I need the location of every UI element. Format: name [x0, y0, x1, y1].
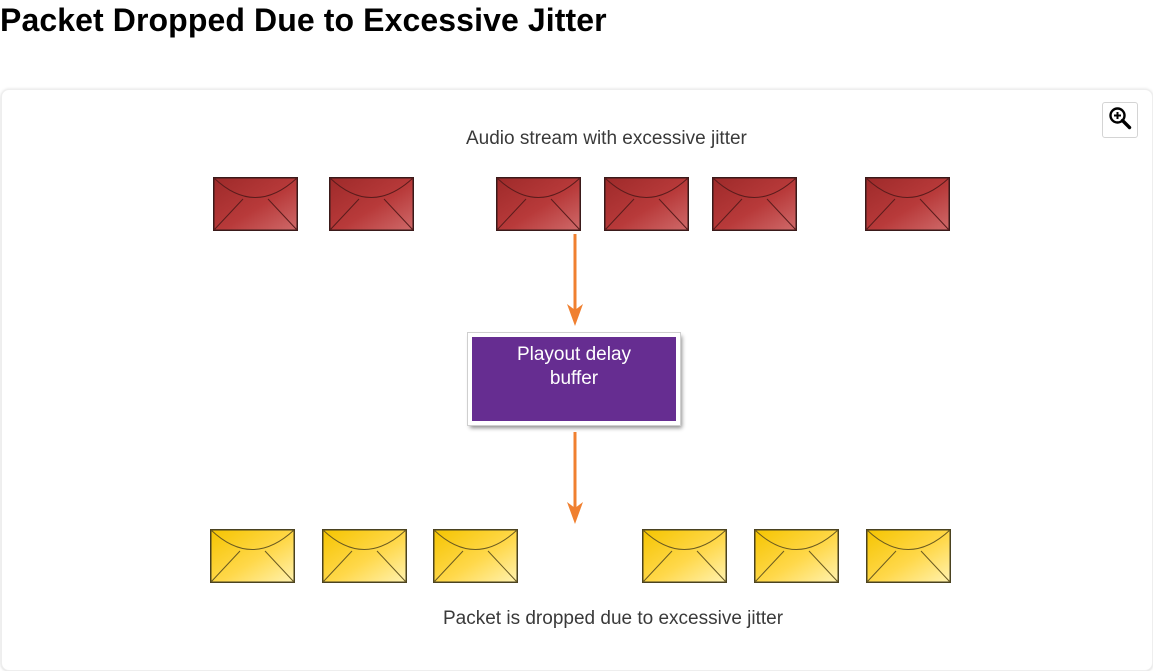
input-packet-envelope-icon: [496, 177, 581, 231]
output-packet-envelope-icon: [433, 529, 518, 583]
input-packet-envelope-icon: [865, 177, 950, 231]
page-title: Packet Dropped Due to Excessive Jitter: [0, 2, 607, 38]
zoom-button[interactable]: [1102, 102, 1138, 138]
bottom-caption: Packet is dropped due to excessive jitte…: [443, 608, 784, 629]
output-packet-envelope-icon: [210, 529, 295, 583]
top-caption: Audio stream with excessive jitter: [466, 128, 747, 149]
input-packet-envelope-icon: [604, 177, 689, 231]
playout-delay-buffer: Playout delay buffer: [467, 332, 681, 426]
output-packet-envelope-icon: [642, 529, 727, 583]
down-arrow-icon: [565, 234, 585, 326]
output-packet-envelope-icon: [322, 529, 407, 583]
input-packet-envelope-icon: [712, 177, 797, 231]
down-arrow-icon: [565, 432, 585, 524]
buffer-label: Playout delay buffer: [516, 344, 632, 389]
zoom-in-icon: [1108, 106, 1132, 135]
input-packet-envelope-icon: [213, 177, 298, 231]
output-packet-envelope-icon: [754, 529, 839, 583]
output-packet-envelope-icon: [866, 529, 951, 583]
input-packet-envelope-icon: [329, 177, 414, 231]
